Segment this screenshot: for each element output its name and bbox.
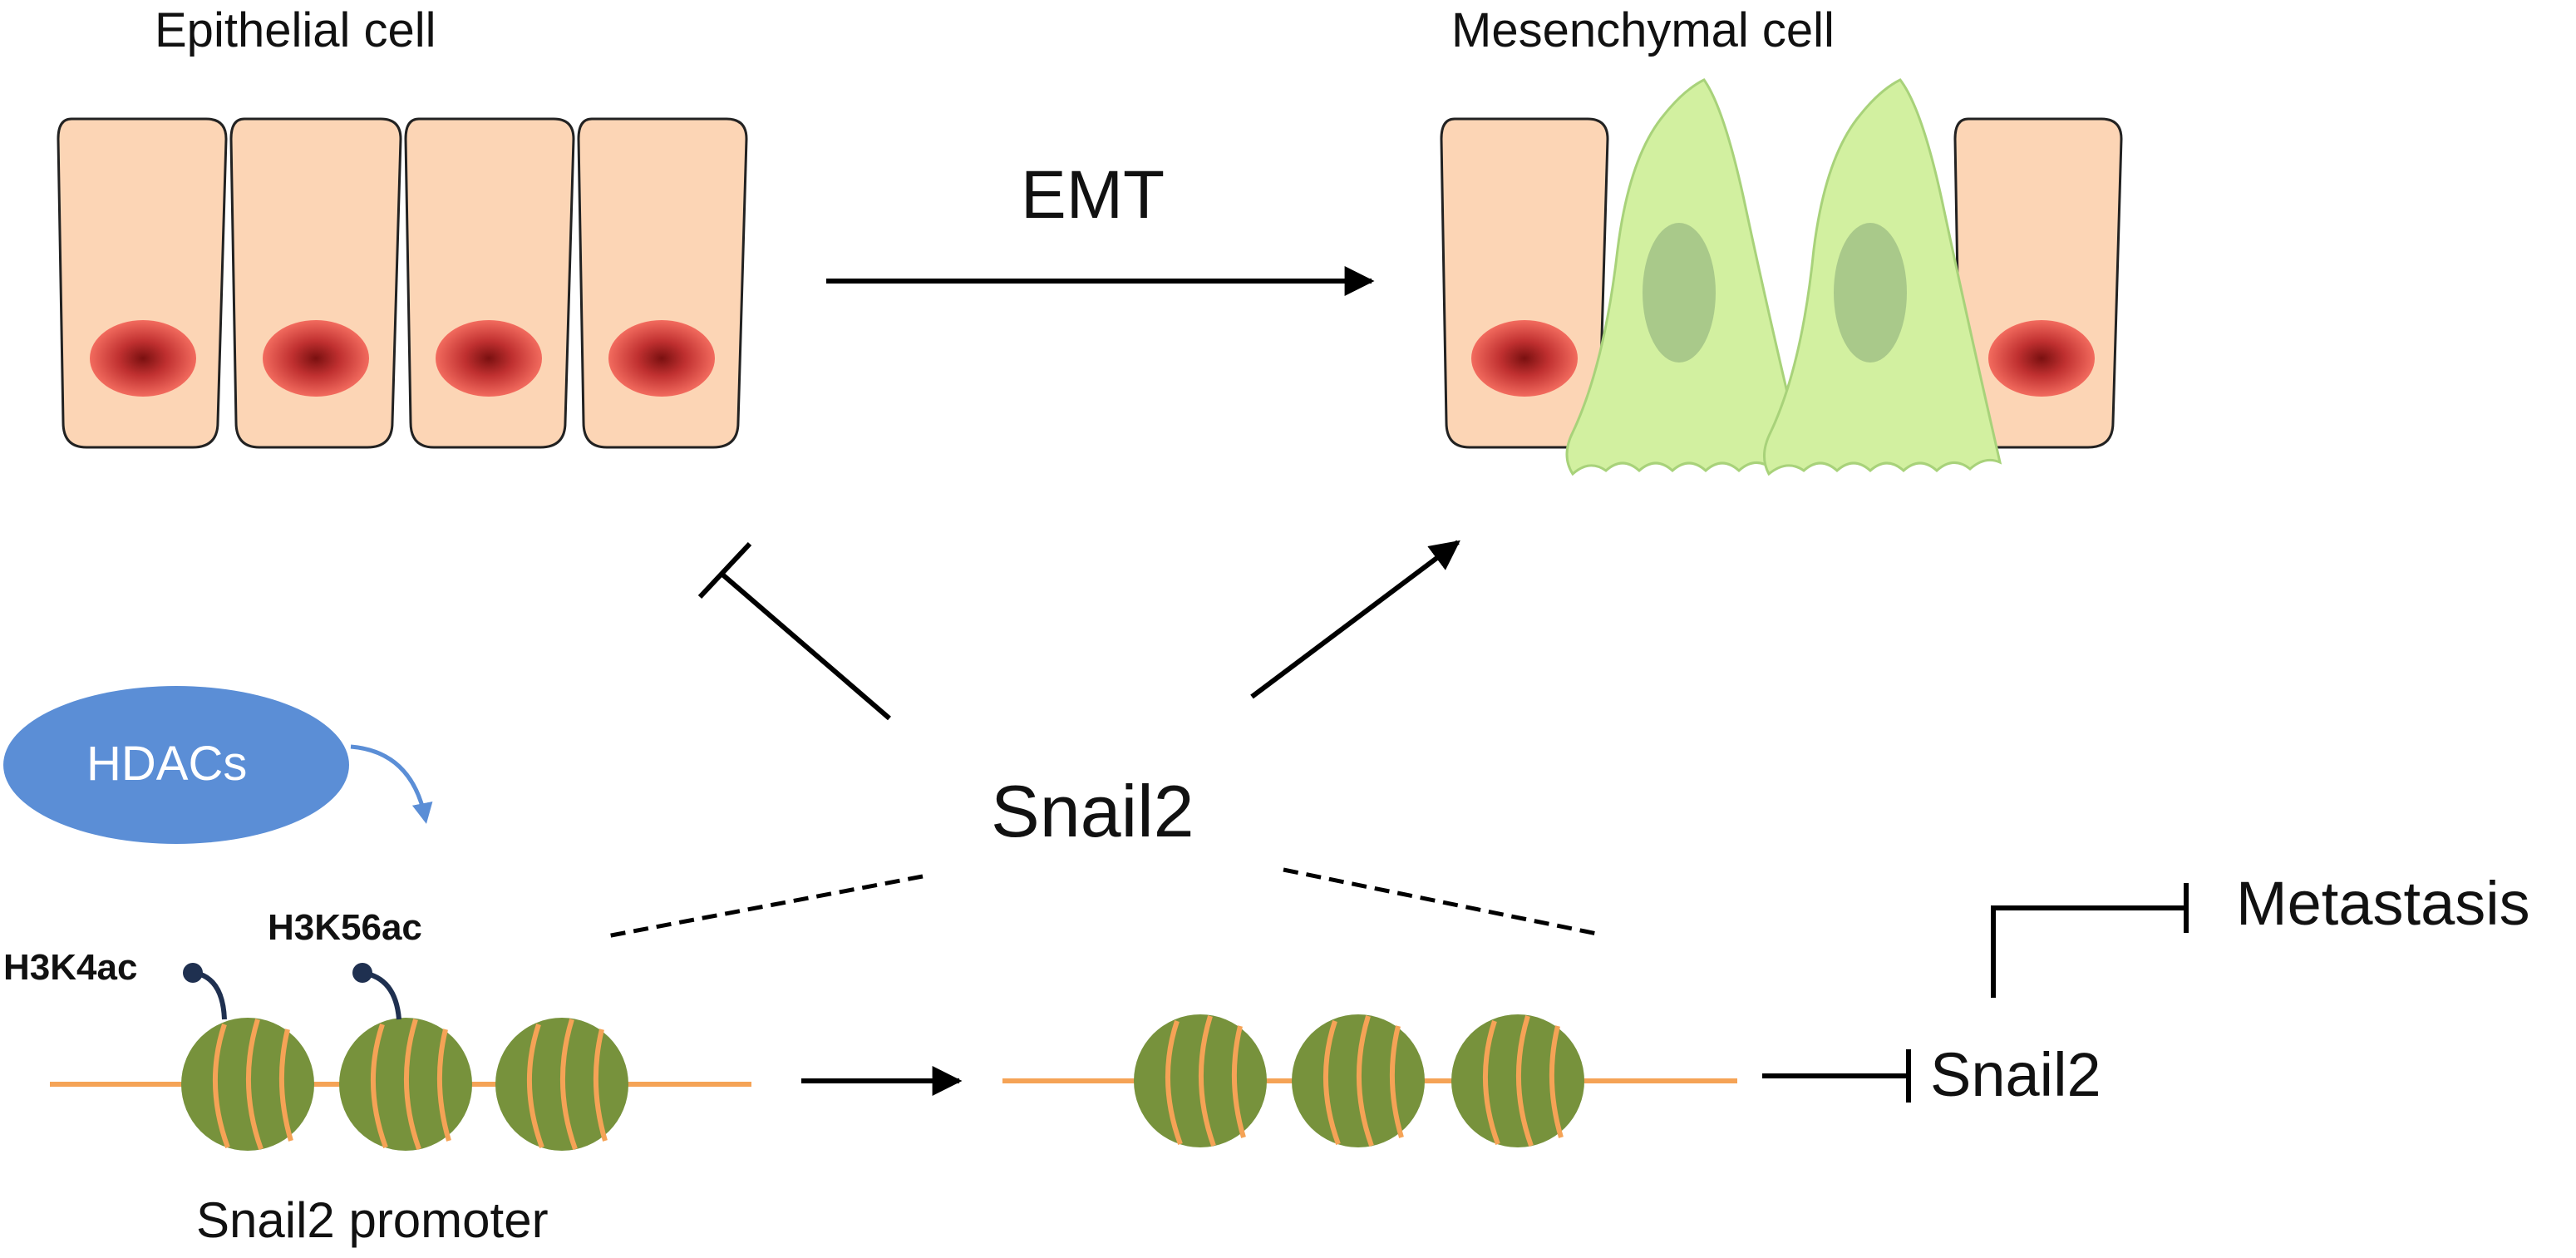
epithelial-cell (229, 117, 402, 449)
epithelial-cell (1953, 117, 2123, 449)
epithelial-cell-label: Epithelial cell (155, 3, 436, 57)
nucleosome (1451, 1014, 1584, 1147)
nucleus (263, 320, 369, 397)
nucleosome (181, 1018, 314, 1151)
nucleosome (1134, 1014, 1267, 1147)
acetyl-mark-h3k56ac (352, 963, 401, 1020)
nucleus (1834, 223, 1907, 363)
nucleosome (495, 1018, 628, 1151)
snail2-promotes-mesenchymal-arrow (1250, 540, 1460, 699)
chromatin-deacetylated (1002, 1014, 1737, 1147)
snail2-center-label: Snail2 (991, 770, 1194, 852)
hdacs-curved-arrow (350, 744, 433, 824)
acetyl-mark-h3k4ac (183, 963, 227, 1020)
epithelial-cell (404, 117, 575, 449)
nucleus (436, 320, 542, 397)
nucleus (608, 320, 715, 397)
hdacs-label: HDACs (86, 737, 248, 791)
epithelial-cell-group (57, 117, 748, 449)
mesenchymal-cell-label: Mesenchymal cell (1451, 3, 1835, 57)
hdacs-enzyme (3, 686, 349, 844)
h3k56ac-label: H3K56ac (268, 907, 422, 948)
inhibits-snail2-expression (1762, 1049, 1911, 1103)
mesenchymal-cell-group (1440, 78, 2123, 476)
mesenchymal-cell (1565, 78, 1806, 476)
h3k4ac-label: H3K4ac (3, 947, 138, 988)
epithelial-cell (57, 117, 228, 449)
epithelial-cell (577, 117, 748, 449)
emt-label: EMT (1021, 157, 1165, 233)
snail2-inhibits-epithelial (697, 541, 891, 721)
nucleus (90, 320, 196, 397)
chromatin-acetylated (50, 963, 751, 1151)
dashed-line-right (1283, 867, 1602, 937)
snail2-gene-label: Snail2 (1930, 1040, 2101, 1109)
epithelial-cell (1440, 117, 1609, 449)
nucleus (1988, 320, 2095, 397)
dashed-line-left (606, 874, 924, 939)
inhibits-metastasis (1991, 883, 2189, 998)
nucleus (1471, 320, 1578, 397)
metastasis-label: Metastasis (2236, 869, 2530, 938)
nucleosome (339, 1018, 472, 1151)
snail2-promoter-label: Snail2 promoter (196, 1192, 549, 1248)
mesenchymal-cell (1763, 78, 2002, 476)
nucleosome (1292, 1014, 1425, 1147)
nucleus (1643, 223, 1716, 363)
